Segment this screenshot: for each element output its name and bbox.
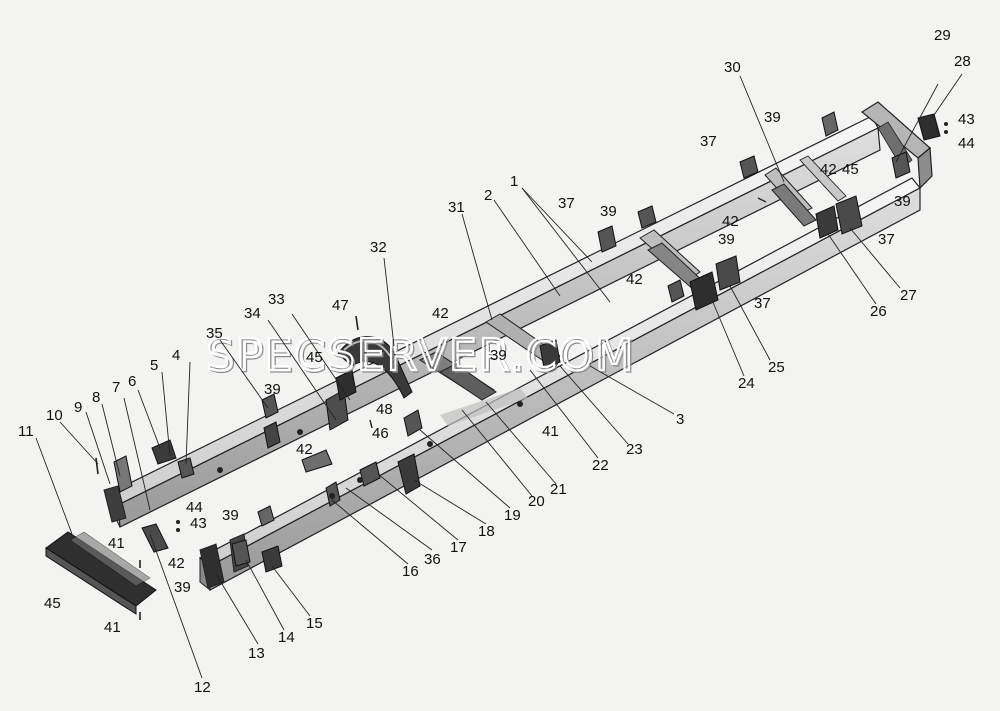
label-27: 27 xyxy=(900,287,917,304)
label-44-a: 44 xyxy=(958,135,975,152)
label-18: 18 xyxy=(478,523,495,540)
label-43-a: 43 xyxy=(958,111,975,128)
label-26: 26 xyxy=(870,303,887,320)
label-42-c: 42 xyxy=(626,271,643,288)
label-4: 4 xyxy=(172,347,180,364)
label-39-f: 39 xyxy=(264,381,281,398)
rear-crossmember xyxy=(860,101,933,190)
label-36: 36 xyxy=(424,551,441,568)
label-20: 20 xyxy=(528,493,545,510)
label-47: 47 xyxy=(332,297,349,314)
label-28: 28 xyxy=(954,53,971,70)
label-39-e: 39 xyxy=(490,347,507,364)
label-25: 25 xyxy=(768,359,785,376)
leader-lines xyxy=(35,73,963,679)
label-39-g: 39 xyxy=(222,507,239,524)
label-41-a: 41 xyxy=(542,423,559,440)
label-43-b: 43 xyxy=(190,515,207,532)
label-42-f: 42 xyxy=(168,555,185,572)
label-42-e: 42 xyxy=(296,441,313,458)
label-35: 35 xyxy=(206,325,223,342)
label-13: 13 xyxy=(248,645,265,662)
label-32: 32 xyxy=(370,239,387,256)
label-48: 48 xyxy=(376,401,393,418)
label-39-b: 39 xyxy=(600,203,617,220)
label-33: 33 xyxy=(268,291,285,308)
label-8: 8 xyxy=(92,389,100,406)
label-10: 10 xyxy=(46,407,63,424)
watermark: SPECSERVER.COM xyxy=(206,330,635,381)
label-12: 12 xyxy=(194,679,211,696)
label-7: 7 xyxy=(112,379,120,396)
label-39-c: 39 xyxy=(718,231,735,248)
label-17: 17 xyxy=(450,539,467,556)
label-19: 19 xyxy=(504,507,521,524)
label-37-b: 37 xyxy=(558,195,575,212)
right-side-rail xyxy=(198,177,921,592)
label-37-c: 37 xyxy=(754,295,771,312)
label-42-b: 42 xyxy=(722,213,739,230)
label-34: 34 xyxy=(244,305,261,322)
label-2: 2 xyxy=(484,187,492,204)
label-39-a: 39 xyxy=(764,109,781,126)
label-23: 23 xyxy=(626,441,643,458)
part-labels: 1 2 3 4 5 6 7 8 9 10 11 12 13 14 15 16 1… xyxy=(18,27,975,696)
label-44-b: 44 xyxy=(186,499,203,516)
label-46: 46 xyxy=(372,425,389,442)
label-9: 9 xyxy=(74,399,82,416)
label-45-b: 45 xyxy=(306,349,323,366)
label-45-c: 45 xyxy=(44,595,61,612)
label-37-d: 37 xyxy=(878,231,895,248)
label-30: 30 xyxy=(724,59,741,76)
label-1: 1 xyxy=(510,173,518,190)
label-41-b: 41 xyxy=(108,535,125,552)
label-3: 3 xyxy=(676,411,684,428)
label-45-a: 45 xyxy=(842,161,859,178)
arched-crossmember xyxy=(337,336,413,399)
label-6: 6 xyxy=(128,373,136,390)
fasteners xyxy=(95,122,948,620)
label-39-h: 39 xyxy=(174,579,191,596)
label-11: 11 xyxy=(18,423,34,440)
label-29: 29 xyxy=(934,27,951,44)
label-31: 31 xyxy=(448,199,465,216)
label-22: 22 xyxy=(592,457,609,474)
label-5: 5 xyxy=(150,357,158,374)
label-14: 14 xyxy=(278,629,295,646)
label-39-d: 39 xyxy=(894,193,911,210)
label-37-a: 37 xyxy=(700,133,717,150)
label-24: 24 xyxy=(738,375,755,392)
brackets xyxy=(113,111,941,573)
label-42-a: 42 xyxy=(820,161,837,178)
label-15: 15 xyxy=(306,615,323,632)
label-41-c: 41 xyxy=(104,619,121,636)
watermark-outline: SPECSERVER.COM xyxy=(208,332,637,383)
label-21: 21 xyxy=(550,481,567,498)
label-16: 16 xyxy=(402,563,419,580)
front-underbody-plate xyxy=(45,531,157,615)
label-42-d: 42 xyxy=(432,305,449,322)
cross-members xyxy=(418,155,847,401)
